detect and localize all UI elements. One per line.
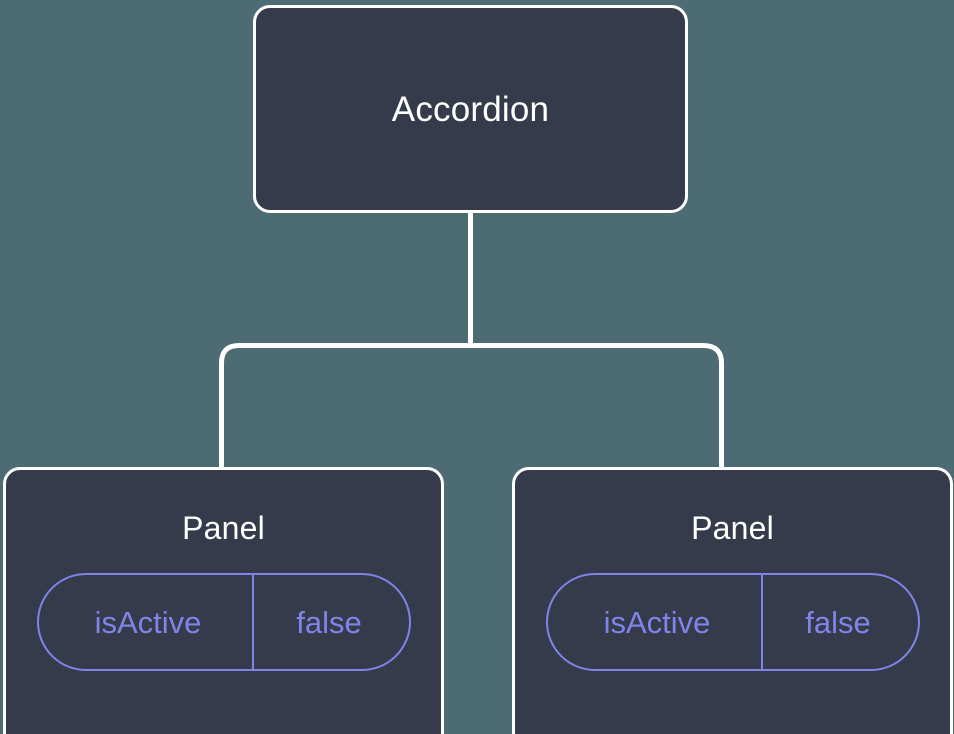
prop-key-panel-2: isActive — [603, 604, 711, 640]
prop-divider-panel-1 — [251, 575, 254, 669]
node-panel-1[interactable]: Panel isActive false — [3, 467, 444, 734]
node-accordion[interactable]: Accordion — [253, 5, 688, 213]
prop-divider-panel-2 — [760, 575, 763, 669]
connector-child-bus — [219, 343, 724, 468]
node-panel-1-label: Panel — [182, 510, 265, 546]
node-accordion-label: Accordion — [391, 89, 550, 129]
prop-key-panel-1: isActive — [94, 604, 202, 640]
prop-pill-panel-2[interactable]: isActive false — [545, 573, 920, 671]
node-panel-2[interactable]: Panel isActive false — [512, 467, 953, 734]
prop-value-panel-1: false — [296, 604, 362, 640]
node-panel-2-label: Panel — [691, 510, 774, 546]
prop-value-panel-2: false — [805, 604, 871, 640]
prop-pill-panel-1[interactable]: isActive false — [36, 573, 411, 671]
